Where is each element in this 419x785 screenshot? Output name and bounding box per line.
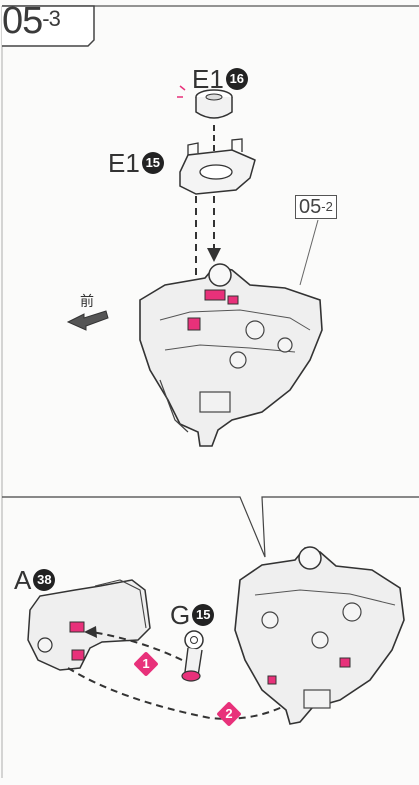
order-marker-text: 1 <box>142 656 150 671</box>
part-number-badge: 16 <box>225 68 248 91</box>
order-marker-1: 1 <box>133 651 159 677</box>
reference-sub-number: 2 <box>325 199 333 214</box>
part-number-badge: 15 <box>192 604 215 627</box>
reference-step-box: 05-2 <box>295 195 337 219</box>
order-marker-2: 2 <box>216 701 242 727</box>
detail-callout-border <box>2 496 419 558</box>
part-g15-drawing <box>181 630 204 682</box>
part-letter: G <box>170 600 191 630</box>
part-number-badge: 15 <box>141 152 164 175</box>
reference-number: 05 <box>299 196 322 218</box>
order-marker-text: 2 <box>225 706 233 721</box>
front-direction-label: 前 <box>80 294 94 310</box>
part-letter: E1 <box>108 148 140 178</box>
step-number: 05 <box>2 0 43 42</box>
part-e15-drawing <box>179 138 256 195</box>
part-a38-drawing <box>27 579 151 671</box>
part-letter: A <box>14 565 32 595</box>
main-body-drawing <box>139 263 323 447</box>
detail-body-drawing <box>234 546 405 725</box>
step-sub-number: 3 <box>48 6 61 31</box>
step-label: 05-3 <box>2 0 61 42</box>
part-letter: E1 <box>192 64 224 94</box>
part-number-badge: 38 <box>33 569 56 592</box>
part-e16-drawing <box>177 85 233 119</box>
